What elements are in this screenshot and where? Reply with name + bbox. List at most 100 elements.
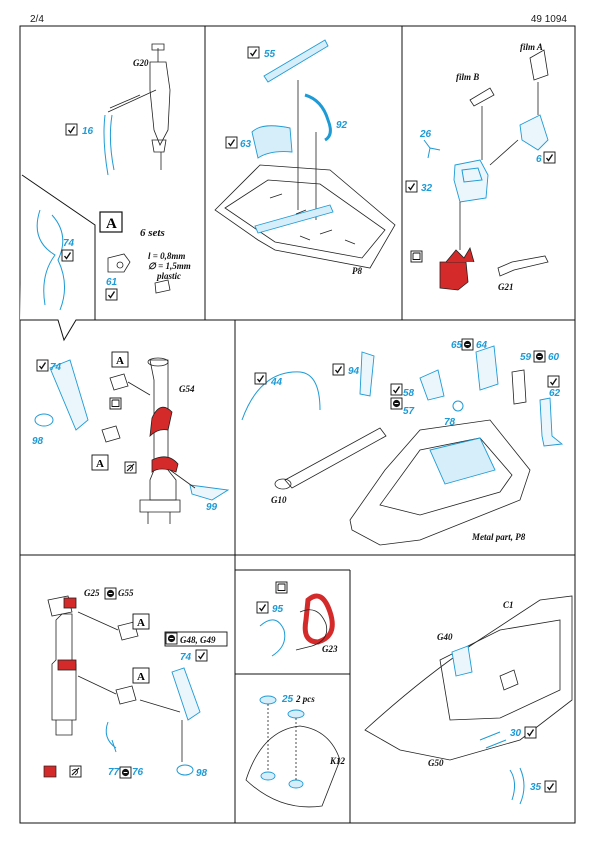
panel-k12: 25 2 pcs K12 bbox=[245, 694, 346, 808]
remove-icon bbox=[165, 632, 178, 645]
part-95: 95 bbox=[272, 604, 284, 615]
part-94: 94 bbox=[348, 366, 360, 377]
bend-icon bbox=[36, 359, 49, 372]
part-76: 76 bbox=[132, 767, 144, 778]
remove-icon bbox=[104, 587, 117, 600]
red-paint-area bbox=[439, 261, 469, 291]
label-g21: G21 bbox=[498, 282, 514, 292]
bend-icon bbox=[65, 123, 78, 136]
part-65: 65 bbox=[451, 340, 463, 351]
part-63: 63 bbox=[240, 139, 252, 150]
remove-icon bbox=[390, 397, 403, 410]
red-band-lower bbox=[151, 456, 179, 473]
panel-g25-g55: G25 G55 A A G48, G49 74 77 76 98 bbox=[43, 587, 228, 779]
label-k12: K12 bbox=[329, 756, 346, 766]
red-handle bbox=[302, 593, 335, 645]
bend-icon bbox=[105, 288, 118, 301]
bend-icon bbox=[254, 372, 267, 385]
label-film-a: film A bbox=[520, 42, 543, 52]
legend-sets: 6 sets bbox=[140, 227, 165, 239]
red-cap bbox=[63, 597, 77, 609]
bend-icon bbox=[544, 780, 557, 793]
part-98-left: 98 bbox=[32, 436, 44, 447]
label-g54: G54 bbox=[179, 384, 195, 394]
label-g50: G50 bbox=[428, 758, 444, 768]
bend-icon bbox=[405, 180, 418, 193]
bend-icon bbox=[547, 375, 560, 388]
part-6: 6 bbox=[536, 154, 542, 165]
panel-p8-top: 55 63 92 P8 bbox=[214, 39, 396, 276]
bend-icon bbox=[332, 363, 345, 376]
spec-length: l = 0,8mm bbox=[148, 251, 185, 261]
label-c1: C1 bbox=[503, 600, 514, 610]
label-g55: G55 bbox=[118, 588, 134, 598]
label-g40: G40 bbox=[437, 632, 453, 642]
remove-icon bbox=[533, 350, 546, 363]
paint-icon bbox=[69, 765, 82, 778]
panel-g20: G20 16 bbox=[65, 43, 171, 176]
remove-icon bbox=[461, 338, 474, 351]
callout-a-upper: A bbox=[137, 617, 145, 629]
panel-a-legend: A 6 sets l = 0,8mm ∅ = 1,5mm plastic 61 bbox=[99, 211, 191, 301]
panel-grid bbox=[19, 25, 576, 824]
part-26: 26 bbox=[419, 129, 432, 140]
panel-c1: C1 G40 G50 30 35 bbox=[364, 595, 573, 805]
remove-icon bbox=[119, 766, 132, 779]
part-30: 30 bbox=[510, 728, 522, 739]
spec-diameter: ∅ = 1,5mm bbox=[148, 261, 191, 271]
kit-code: 49 1094 bbox=[530, 14, 567, 25]
panel-74-detail: 74 bbox=[20, 174, 96, 342]
bend-icon bbox=[524, 726, 537, 739]
label-g25: G25 bbox=[84, 588, 100, 598]
panel-g23: 95 G23 bbox=[256, 581, 338, 657]
bend-icon bbox=[256, 601, 269, 614]
callout-a-bottom: A bbox=[96, 458, 104, 470]
bend-icon bbox=[61, 249, 74, 262]
part-59: 59 bbox=[520, 352, 532, 363]
part-58: 58 bbox=[403, 388, 415, 399]
label-g20: G20 bbox=[133, 58, 149, 68]
part-60: 60 bbox=[548, 352, 560, 363]
part-77: 77 bbox=[108, 767, 120, 778]
part-35: 35 bbox=[530, 782, 542, 793]
part-64: 64 bbox=[476, 340, 488, 351]
label-g10: G10 bbox=[271, 495, 287, 505]
legend-a-letter: A bbox=[106, 216, 117, 232]
part-61: 61 bbox=[106, 277, 118, 288]
label-p8: P8 bbox=[352, 266, 362, 276]
part-16: 16 bbox=[82, 126, 94, 137]
bend-icon bbox=[195, 649, 208, 662]
part-74-left: 74 bbox=[50, 362, 62, 373]
part-74: 74 bbox=[63, 238, 75, 249]
page-number: 2/4 bbox=[30, 14, 44, 25]
fold-icon bbox=[410, 250, 423, 263]
bend-icon bbox=[543, 151, 556, 164]
panel-g21: film A film B 26 32 6 G21 bbox=[405, 42, 556, 292]
part-25: 25 bbox=[281, 694, 294, 705]
part-57: 57 bbox=[403, 406, 415, 417]
part-74-right: 74 bbox=[180, 652, 192, 663]
fold-icon bbox=[109, 397, 122, 410]
label-g48-g49: G48, G49 bbox=[180, 635, 216, 645]
part-78: 78 bbox=[444, 417, 456, 428]
panel-g54: 74 98 A A G54 99 bbox=[32, 351, 230, 524]
panel-metal-p8: 44 94 G10 58 57 78 65 64 59 60 62 Metal … bbox=[241, 338, 564, 546]
label-metal-part: Metal part, P8 bbox=[471, 532, 526, 542]
label-film-b: film B bbox=[456, 72, 479, 82]
part-92: 92 bbox=[336, 120, 348, 131]
paint-icon bbox=[124, 461, 137, 474]
paint-swatch-red bbox=[43, 765, 57, 778]
part-98-right: 98 bbox=[196, 768, 208, 779]
red-band-upper bbox=[149, 406, 173, 438]
part-62: 62 bbox=[549, 388, 561, 399]
part-55: 55 bbox=[264, 49, 276, 60]
bend-icon bbox=[225, 136, 238, 149]
callout-a-top: A bbox=[116, 355, 124, 367]
fold-icon bbox=[275, 581, 288, 594]
callout-a-lower: A bbox=[137, 671, 145, 683]
bend-icon bbox=[247, 46, 260, 59]
bend-icon bbox=[390, 383, 403, 396]
part-32: 32 bbox=[421, 183, 433, 194]
label-g23: G23 bbox=[322, 644, 338, 654]
spec-material: plastic bbox=[156, 271, 181, 281]
